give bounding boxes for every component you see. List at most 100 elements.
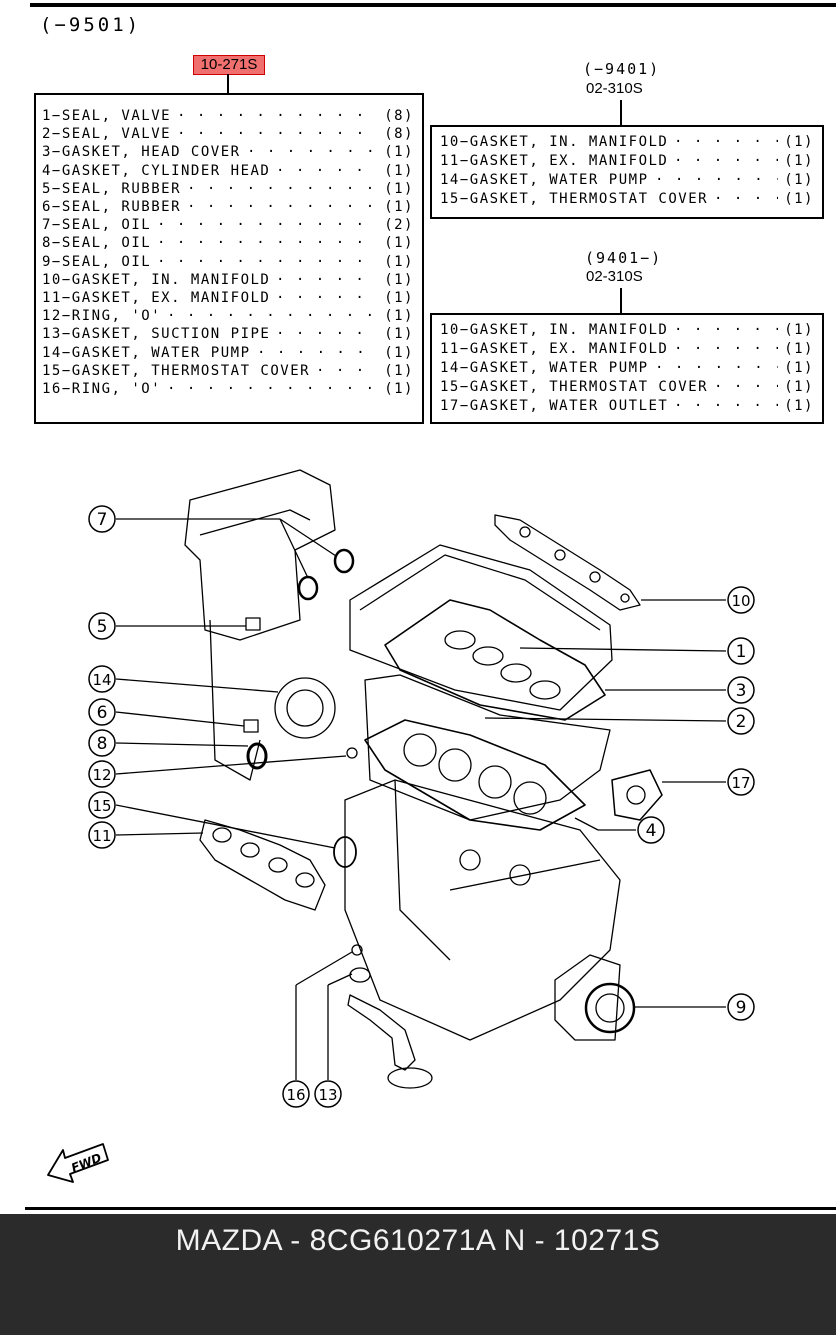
thermostat-gasket: [333, 836, 357, 868]
callout-circle[interactable]: [727, 637, 755, 665]
part-row[interactable]: 12−RING, 'O'· · · · · · · · · · · · · · …: [42, 308, 414, 326]
oil-seal: [246, 742, 268, 770]
part-name: 15−GASKET, THERMOSTAT COVER: [440, 191, 709, 207]
part-name: 8−SEAL, OIL: [42, 235, 152, 252]
part-name: 1−SEAL, VALVE: [42, 108, 172, 124]
callout-number: 5: [97, 617, 108, 637]
part-row[interactable]: 15−GASKET, THERMOSTAT COVER· · · · · · ·…: [440, 379, 814, 397]
part-row[interactable]: 1−SEAL, VALVE · · · · · · · · · · · · · ·…: [42, 108, 414, 126]
kit-b-box: 10−GASKET, IN. MANIFOLD · · · · · · · · ·…: [430, 313, 824, 424]
part-row[interactable]: 11−GASKET, EX. MANIFOLD · · · · · · · · ·…: [440, 153, 814, 171]
part-row[interactable]: 10−GASKET, IN. MANIFOLD· · · · · · · · ·…: [440, 322, 814, 340]
part-row[interactable]: 2−SEAL, VALVE· · · · · · · · · · · · · ·…: [42, 126, 414, 144]
callout-circle[interactable]: [88, 665, 116, 693]
callout-circle[interactable]: [88, 612, 116, 640]
cylinder-head-shape: [349, 544, 613, 711]
leader-dots: · · · · · · · · · · · · · · · · · · · · …: [177, 108, 378, 124]
part-name: 16−RING, 'O': [42, 381, 162, 397]
callout-circle[interactable]: [314, 1080, 342, 1108]
suction-gasket: [349, 967, 371, 983]
part-row[interactable]: 10−GASKET, IN. MANIFOLD· · · · · · · · ·…: [440, 134, 814, 152]
callout-circle[interactable]: [88, 505, 116, 533]
part-name: 15−GASKET, THERMOSTAT COVER: [440, 379, 709, 395]
part-row[interactable]: 14−GASKET, WATER PUMP · · · · · · · · · ·…: [440, 172, 814, 190]
part-row[interactable]: 17−GASKET, WATER OUTLET· · · · · · · · ·…: [440, 398, 814, 416]
callout-circle[interactable]: [727, 707, 755, 735]
part-row[interactable]: 4−GASKET, CYLINDER HEAD· · · · · · · · ·…: [42, 163, 414, 181]
part-quantity: (1): [384, 253, 414, 270]
connector-line: [620, 288, 622, 313]
part-row[interactable]: 10−GASKET, IN. MANIFOLD· · · · · · · · ·…: [42, 272, 414, 290]
part-quantity: (1): [384, 344, 414, 361]
part-name: 13−GASKET, SUCTION PIPE: [42, 326, 271, 343]
o-ring: [351, 944, 363, 956]
head-cover-gasket: [384, 599, 606, 721]
part-quantity: (1): [384, 362, 414, 379]
part-row[interactable]: 11−GASKET, EX. MANIFOLD· · · · · · · · ·…: [42, 290, 414, 308]
part-row[interactable]: 9−SEAL, OIL· · · · · · · · · · · · · · ·…: [42, 254, 414, 272]
footer-rule: [25, 1207, 836, 1210]
part-row[interactable]: 14−GASKET, WATER PUMP· · · · · · · · · ·…: [440, 360, 814, 378]
part-row[interactable]: 14−GASKET, WATER PUMP· · · · · · · · · ·…: [42, 345, 414, 363]
part-row[interactable]: 11−GASKET, EX. MANIFOLD· · · · · · · · ·…: [440, 341, 814, 359]
callout-circle[interactable]: [727, 586, 755, 614]
part-row[interactable]: 6−SEAL, RUBBER· · · · · · · · · · · · · …: [42, 199, 414, 217]
callout-circle[interactable]: [637, 816, 665, 844]
part-row[interactable]: 7−SEAL, OIL· · · · · · · · · · · · · · ·…: [42, 217, 414, 235]
kit-a-box: 10−GASKET, IN. MANIFOLD· · · · · · · · ·…: [430, 125, 824, 219]
part-row[interactable]: 8−SEAL, OIL · · · · · · · · · · · · · · ·…: [42, 235, 414, 253]
part-name: 10−GASKET, IN. MANIFOLD: [42, 271, 271, 288]
part-name: 14−GASKET, WATER PUMP: [440, 172, 649, 188]
part-row[interactable]: 5−SEAL, RUBBER· · · · · · · · · · · · · …: [42, 181, 414, 199]
part-name: 14−GASKET, WATER PUMP: [42, 344, 251, 361]
callout-number: 10: [731, 592, 750, 610]
callout-circle[interactable]: [727, 768, 755, 796]
top-rule: [30, 3, 836, 7]
kit-b-code[interactable]: 02-310S: [586, 268, 643, 285]
callout-circle[interactable]: [88, 760, 116, 788]
part-name: 4−GASKET, CYLINDER HEAD: [42, 162, 271, 179]
callout-circle[interactable]: [88, 729, 116, 757]
callout-circle[interactable]: [727, 676, 755, 704]
rubber-seal: [243, 719, 259, 733]
part-quantity: (8): [384, 108, 414, 124]
leader-dots: · · · · · · · · · · · · · · · · · · · · …: [674, 153, 778, 169]
kit-code-highlighted[interactable]: 10-271S: [193, 55, 265, 75]
callout-number: 4: [646, 821, 657, 841]
callout-circle[interactable]: [727, 993, 755, 1021]
part-row[interactable]: 15−GASKET, THERMOSTAT COVER· · · · · · ·…: [42, 363, 414, 381]
part-quantity: (1): [384, 199, 414, 215]
connector-line: [227, 74, 229, 94]
engine-block-shape: [344, 779, 621, 1041]
exhaust-manifold-gasket: [199, 819, 326, 911]
leader-dots: · · · · · · · · · · · · · · · · · · · · …: [655, 360, 778, 376]
part-quantity: (1): [784, 341, 814, 357]
part-row[interactable]: 13−GASKET, SUCTION PIPE· · · · · · · · ·…: [42, 326, 414, 344]
part-name: 15−GASKET, THERMOSTAT COVER: [42, 362, 311, 379]
part-quantity: (1): [784, 134, 814, 150]
callout-circle[interactable]: [282, 1080, 310, 1108]
part-quantity: (1): [384, 271, 414, 288]
part-name: 11−GASKET, EX. MANIFOLD: [440, 153, 669, 169]
part-row[interactable]: 16−RING, 'O'· · · · · · · · · · · · · · …: [42, 381, 414, 399]
leader-dots: · · · · · · · · · · · · · · · · · · · · …: [655, 172, 778, 188]
part-name: 7−SEAL, OIL: [42, 217, 152, 234]
main-kit-box: 1−SEAL, VALVE · · · · · · · · · · · · · ·…: [34, 93, 424, 424]
part-row[interactable]: 3−GASKET, HEAD COVER· · · · · · · · · · …: [42, 144, 414, 162]
leader-dots: · · · · · · · · · · · · · · · · · · · · …: [276, 290, 378, 306]
forward-arrow: [47, 1143, 109, 1183]
part-quantity: (1): [384, 290, 414, 306]
part-name: 10−GASKET, IN. MANIFOLD: [440, 322, 669, 338]
intake-manifold-gasket: [494, 514, 641, 611]
callout-number: 3: [736, 681, 747, 701]
part-row[interactable]: 15−GASKET, THERMOSTAT COVER· · · · · · ·…: [440, 191, 814, 209]
callout-circle[interactable]: [88, 698, 116, 726]
crank-oil-seal: [584, 982, 636, 1034]
callout-circle[interactable]: [88, 791, 116, 819]
leader-dots: · · · · · · · · · · · · · · · · · · · · …: [157, 235, 378, 252]
kit-b-range: (9401−): [585, 249, 663, 267]
leader-dots: · · · · · · · · · · · · · · · · · · · · …: [157, 253, 378, 270]
kit-a-code[interactable]: 02-310S: [586, 80, 643, 97]
water-pump-gasket: [274, 677, 336, 739]
callout-circle[interactable]: [88, 821, 116, 849]
